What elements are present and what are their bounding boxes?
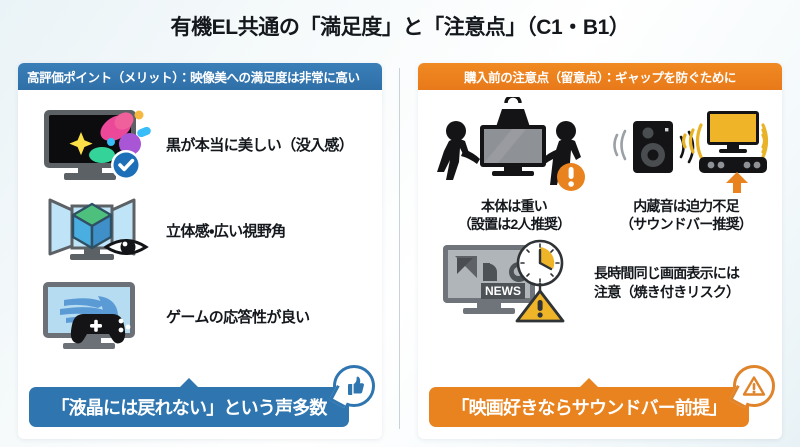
caution-panel: 購入前の注意点（留意点）：ギャップを防ぐために [418,63,782,439]
merit-header-bar: 高評価ポイント（メリット）：映像美への満足度は非常に高い [18,63,382,90]
caution-list: 本体は重い （設置は2人推奨） [418,93,782,327]
panels-container: 高評価ポイント（メリット）：映像美への満足度は非常に高い [0,63,800,439]
caution-banner[interactable]: 「映画好きならサウンドバー前提」 [429,378,749,427]
tv-colorful-check-icon [30,106,166,186]
caution-wide-line-2: 注意（焼き付きリスク） [594,284,740,301]
caution-header-label: 購入前の注意点（留意点）：ギャップを防ぐために [463,71,737,85]
merit-banner-label: 「液晶には戻れない」という声多数 [51,398,327,418]
list-item-label: 内蔵音は迫力不足 （サウンドバー推奨） [620,197,753,233]
merit-banner-area: 「液晶には戻れない」という声多数 [29,365,375,427]
two-people-carrying-tv-icon [434,97,594,193]
list-item-label: 長時間同じ画面表示には 注意（焼き付きリスク） [594,264,740,302]
list-item[interactable]: ゲームの応答性が良い [30,275,370,361]
list-item-label: 黒が本当に美しい（没入感） [166,136,354,154]
speaker-soundbar-tv-icon [601,97,771,193]
list-item[interactable]: 本体は重い （設置は2人推奨） [428,97,600,233]
list-item[interactable]: 内蔵音は迫力不足 （サウンドバー推奨） [600,97,772,233]
tv-cube-eye-icon [30,192,166,272]
caution-line-2: （サウンドバー推奨） [620,216,753,233]
column-divider [399,68,400,429]
banner-tail [179,378,199,388]
caution-banner-label: 「映画好きならサウンドバー前提」 [451,398,727,418]
caution-banner-area: 「映画好きならサウンドバー前提」 [429,365,775,427]
list-item[interactable]: NEWS [428,239,772,327]
caution-line-2: （設置は2人推奨） [457,216,571,233]
tv-news-clock-warning-icon: NEWS [434,239,594,327]
caution-wide-line-1: 長時間同じ画面表示には [594,265,740,282]
thumbs-up-icon [333,365,375,407]
list-item-label: ゲームの応答性が良い [166,308,310,326]
caution-top-row: 本体は重い （設置は2人推奨） [428,97,772,233]
warning-triangle-icon [733,365,775,407]
merit-header-label: 高評価ポイント（メリット）：映像美への満足度は非常に高い [27,71,360,85]
list-item-label: 本体は重い （設置は2人推奨） [458,197,571,233]
tv-gamepad-icon [30,278,166,358]
caution-line-1: 本体は重い [481,198,548,214]
list-item[interactable]: 黒が本当に美しい（没入感） [30,103,370,189]
merit-panel: 高評価ポイント（メリット）：映像美への満足度は非常に高い [18,63,382,439]
caution-column: 購入前の注意点（留意点）：ギャップを防ぐために [400,63,800,439]
merit-feature-list: 黒が本当に美しい（没入感） [18,95,382,361]
page-title: 有機EL共通の「満足度」と「注意点」（C1・B1） [170,16,630,39]
merit-column: 高評価ポイント（メリット）：映像美への満足度は非常に高い [0,63,400,439]
svg-text:NEWS: NEWS [485,284,521,298]
list-item[interactable]: 立体感・広い視野角 [30,189,370,275]
banner-tail [579,378,599,388]
list-item-label: 立体感・広い視野角 [166,222,286,240]
caution-header-bar: 購入前の注意点（留意点）：ギャップを防ぐために [418,63,782,90]
merit-banner[interactable]: 「液晶には戻れない」という声多数 [29,378,349,427]
caution-line-1: 内蔵音は迫力不足 [633,198,739,214]
